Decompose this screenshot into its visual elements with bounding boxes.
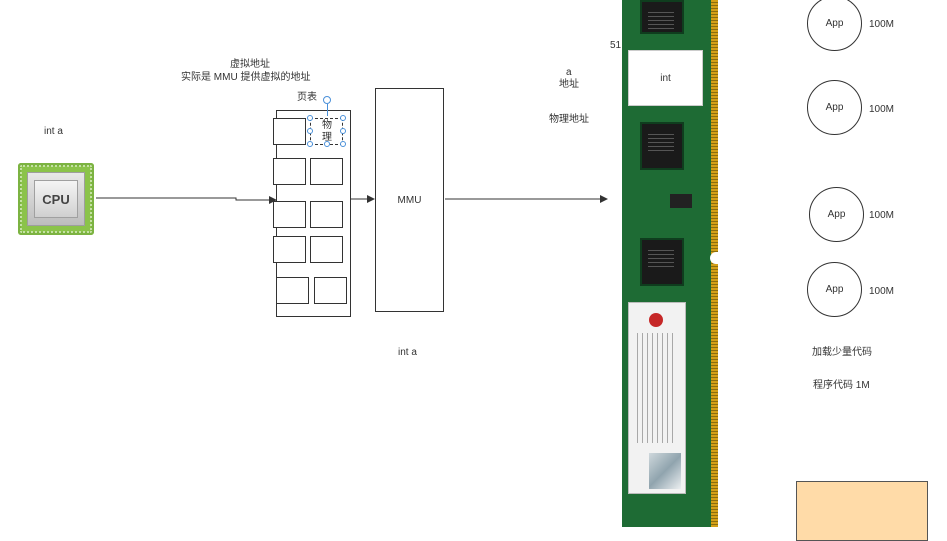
- app-circle[interactable]: App: [807, 80, 862, 135]
- selection-handle[interactable]: [340, 128, 346, 134]
- cpu-chip-icon[interactable]: CPU: [18, 163, 94, 235]
- page-table-cell[interactable]: [310, 201, 343, 228]
- selection-handle[interactable]: [340, 115, 346, 121]
- int-a-label-bottom: int a: [398, 347, 417, 359]
- page-table-cell[interactable]: [310, 236, 343, 263]
- app-label: App: [828, 209, 846, 220]
- page-table-cell[interactable]: [276, 277, 309, 304]
- cpu-to-pagetable-line: [96, 198, 276, 200]
- mmu-note-label: 实际是 MMU 提供虚拟的地址: [181, 72, 310, 84]
- page-table-cell[interactable]: [273, 201, 306, 228]
- app-circle[interactable]: App: [807, 262, 862, 317]
- page-table-cell[interactable]: [273, 118, 306, 145]
- rotate-handle-stem: [327, 104, 328, 116]
- address-label: 地址: [559, 79, 579, 91]
- app-circle[interactable]: App: [809, 187, 864, 242]
- page-table-cell[interactable]: [310, 158, 343, 185]
- ram-small-chip: [670, 194, 692, 208]
- app-size-label: 100M: [869, 210, 894, 222]
- ram-chip-icon: [640, 0, 684, 34]
- a-label: a: [566, 67, 572, 79]
- peach-box[interactable]: [796, 481, 928, 541]
- ram-chip-icon: [640, 238, 684, 286]
- fragment-51-label: 51: [610, 40, 621, 52]
- hologram-icon: [649, 453, 681, 489]
- ram-logo-icon: [649, 313, 663, 327]
- app-size-label: 100M: [869, 104, 894, 116]
- app-label: App: [826, 102, 844, 113]
- page-table-cell[interactable]: [273, 158, 306, 185]
- ram-sticker: [628, 302, 686, 494]
- cpu-die: CPU: [27, 172, 85, 226]
- selection-handle[interactable]: [307, 115, 313, 121]
- selection-handle[interactable]: [324, 141, 330, 147]
- mmu-box[interactable]: MMU: [375, 88, 444, 312]
- ram-chip-icon: [640, 122, 684, 170]
- page-table-cell[interactable]: [314, 277, 347, 304]
- int-a-label-left: int a: [44, 126, 63, 138]
- ram-sticker-text: [637, 333, 677, 443]
- load-less-code-label: 加载少量代码: [812, 347, 872, 359]
- virtual-address-label: 虚拟地址: [230, 59, 270, 71]
- ram-int-cell[interactable]: int: [628, 50, 703, 106]
- app-label: App: [826, 18, 844, 29]
- cpu-label: CPU: [34, 180, 78, 218]
- selection-handle[interactable]: [307, 141, 313, 147]
- rotate-handle[interactable]: [323, 96, 331, 104]
- app-size-label: 100M: [869, 286, 894, 298]
- selection-handle[interactable]: [307, 128, 313, 134]
- app-label: App: [826, 284, 844, 295]
- app-size-label: 100M: [869, 19, 894, 31]
- mmu-label: MMU: [398, 195, 422, 206]
- page-table-label: 页表: [297, 92, 317, 104]
- selection-handle[interactable]: [340, 141, 346, 147]
- ram-notch: [710, 252, 718, 264]
- physical-address-label: 物理地址: [549, 114, 589, 126]
- page-table-cell[interactable]: [273, 236, 306, 263]
- program-code-label: 程序代码 1M: [813, 380, 870, 392]
